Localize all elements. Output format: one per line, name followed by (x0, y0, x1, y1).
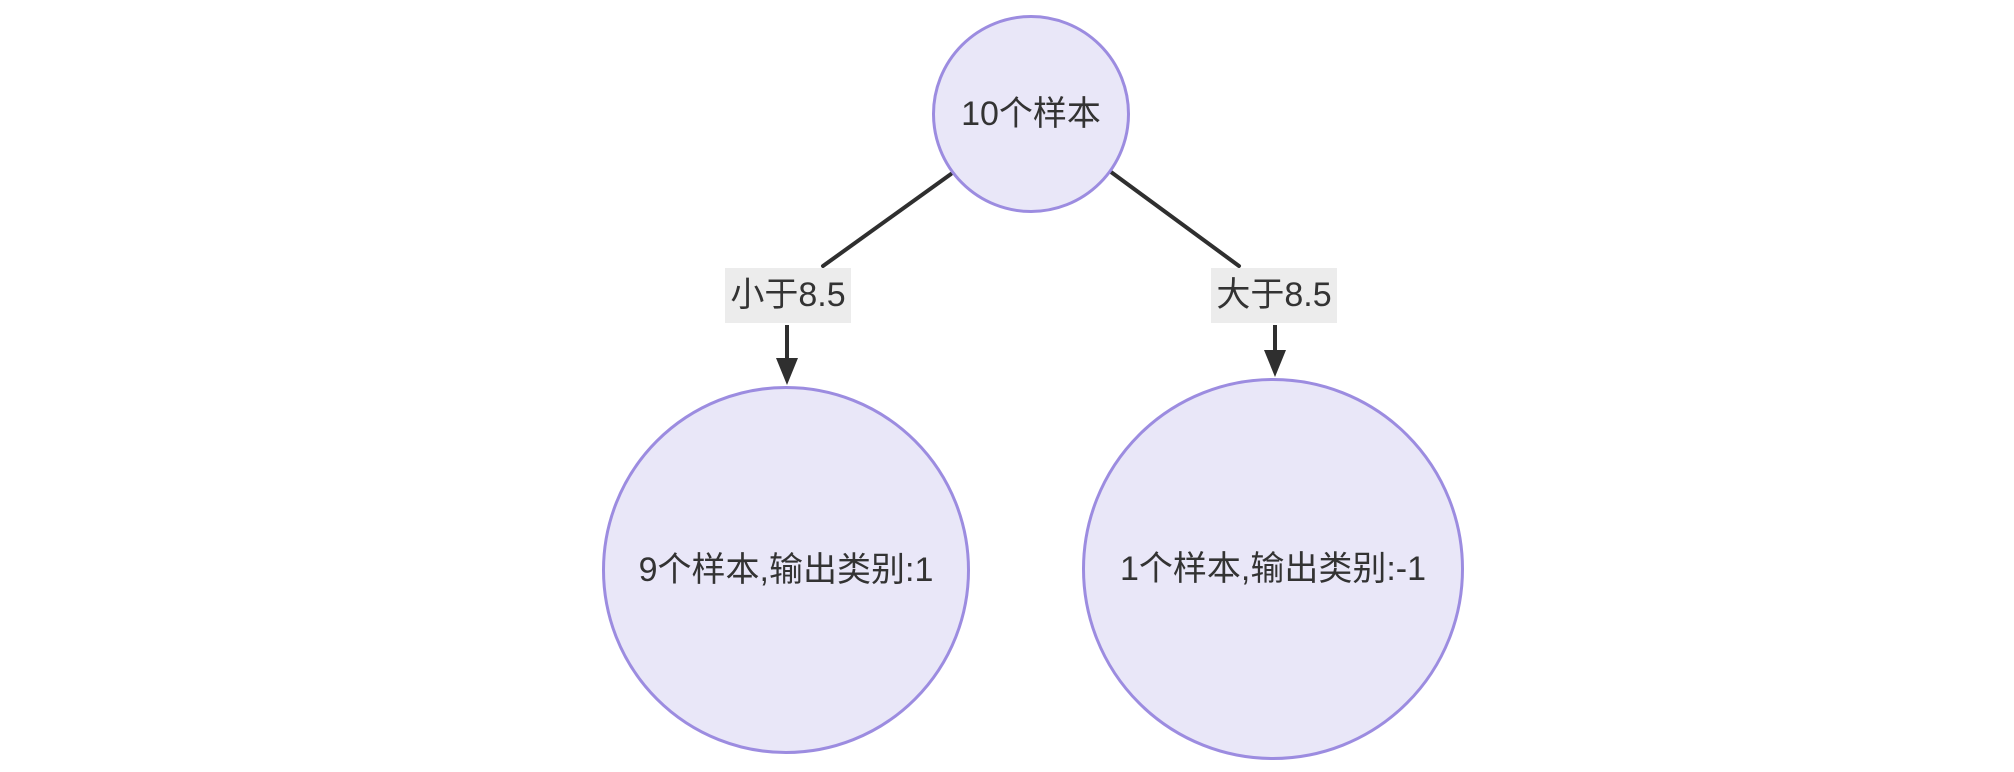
edge-line-left (821, 172, 953, 268)
leaf-left-label: 9个样本,输出类别:1 (638, 550, 934, 589)
tree-node-leaf-right: 1个样本,输出类别:-1 (1082, 378, 1464, 760)
arrow-head-right-icon (1264, 350, 1286, 377)
edge-label-greater-than: 大于8.5 (1211, 268, 1337, 323)
edge-label-less-than: 小于8.5 (725, 268, 851, 323)
edge-line-right (1109, 170, 1241, 268)
root-node-label: 10个样本 (961, 94, 1101, 133)
arrow-head-left-icon (776, 358, 798, 385)
tree-node-leaf-left: 9个样本,输出类别:1 (602, 386, 970, 754)
tree-node-root: 10个样本 (932, 15, 1130, 213)
leaf-right-label: 1个样本,输出类别:-1 (1119, 549, 1427, 588)
